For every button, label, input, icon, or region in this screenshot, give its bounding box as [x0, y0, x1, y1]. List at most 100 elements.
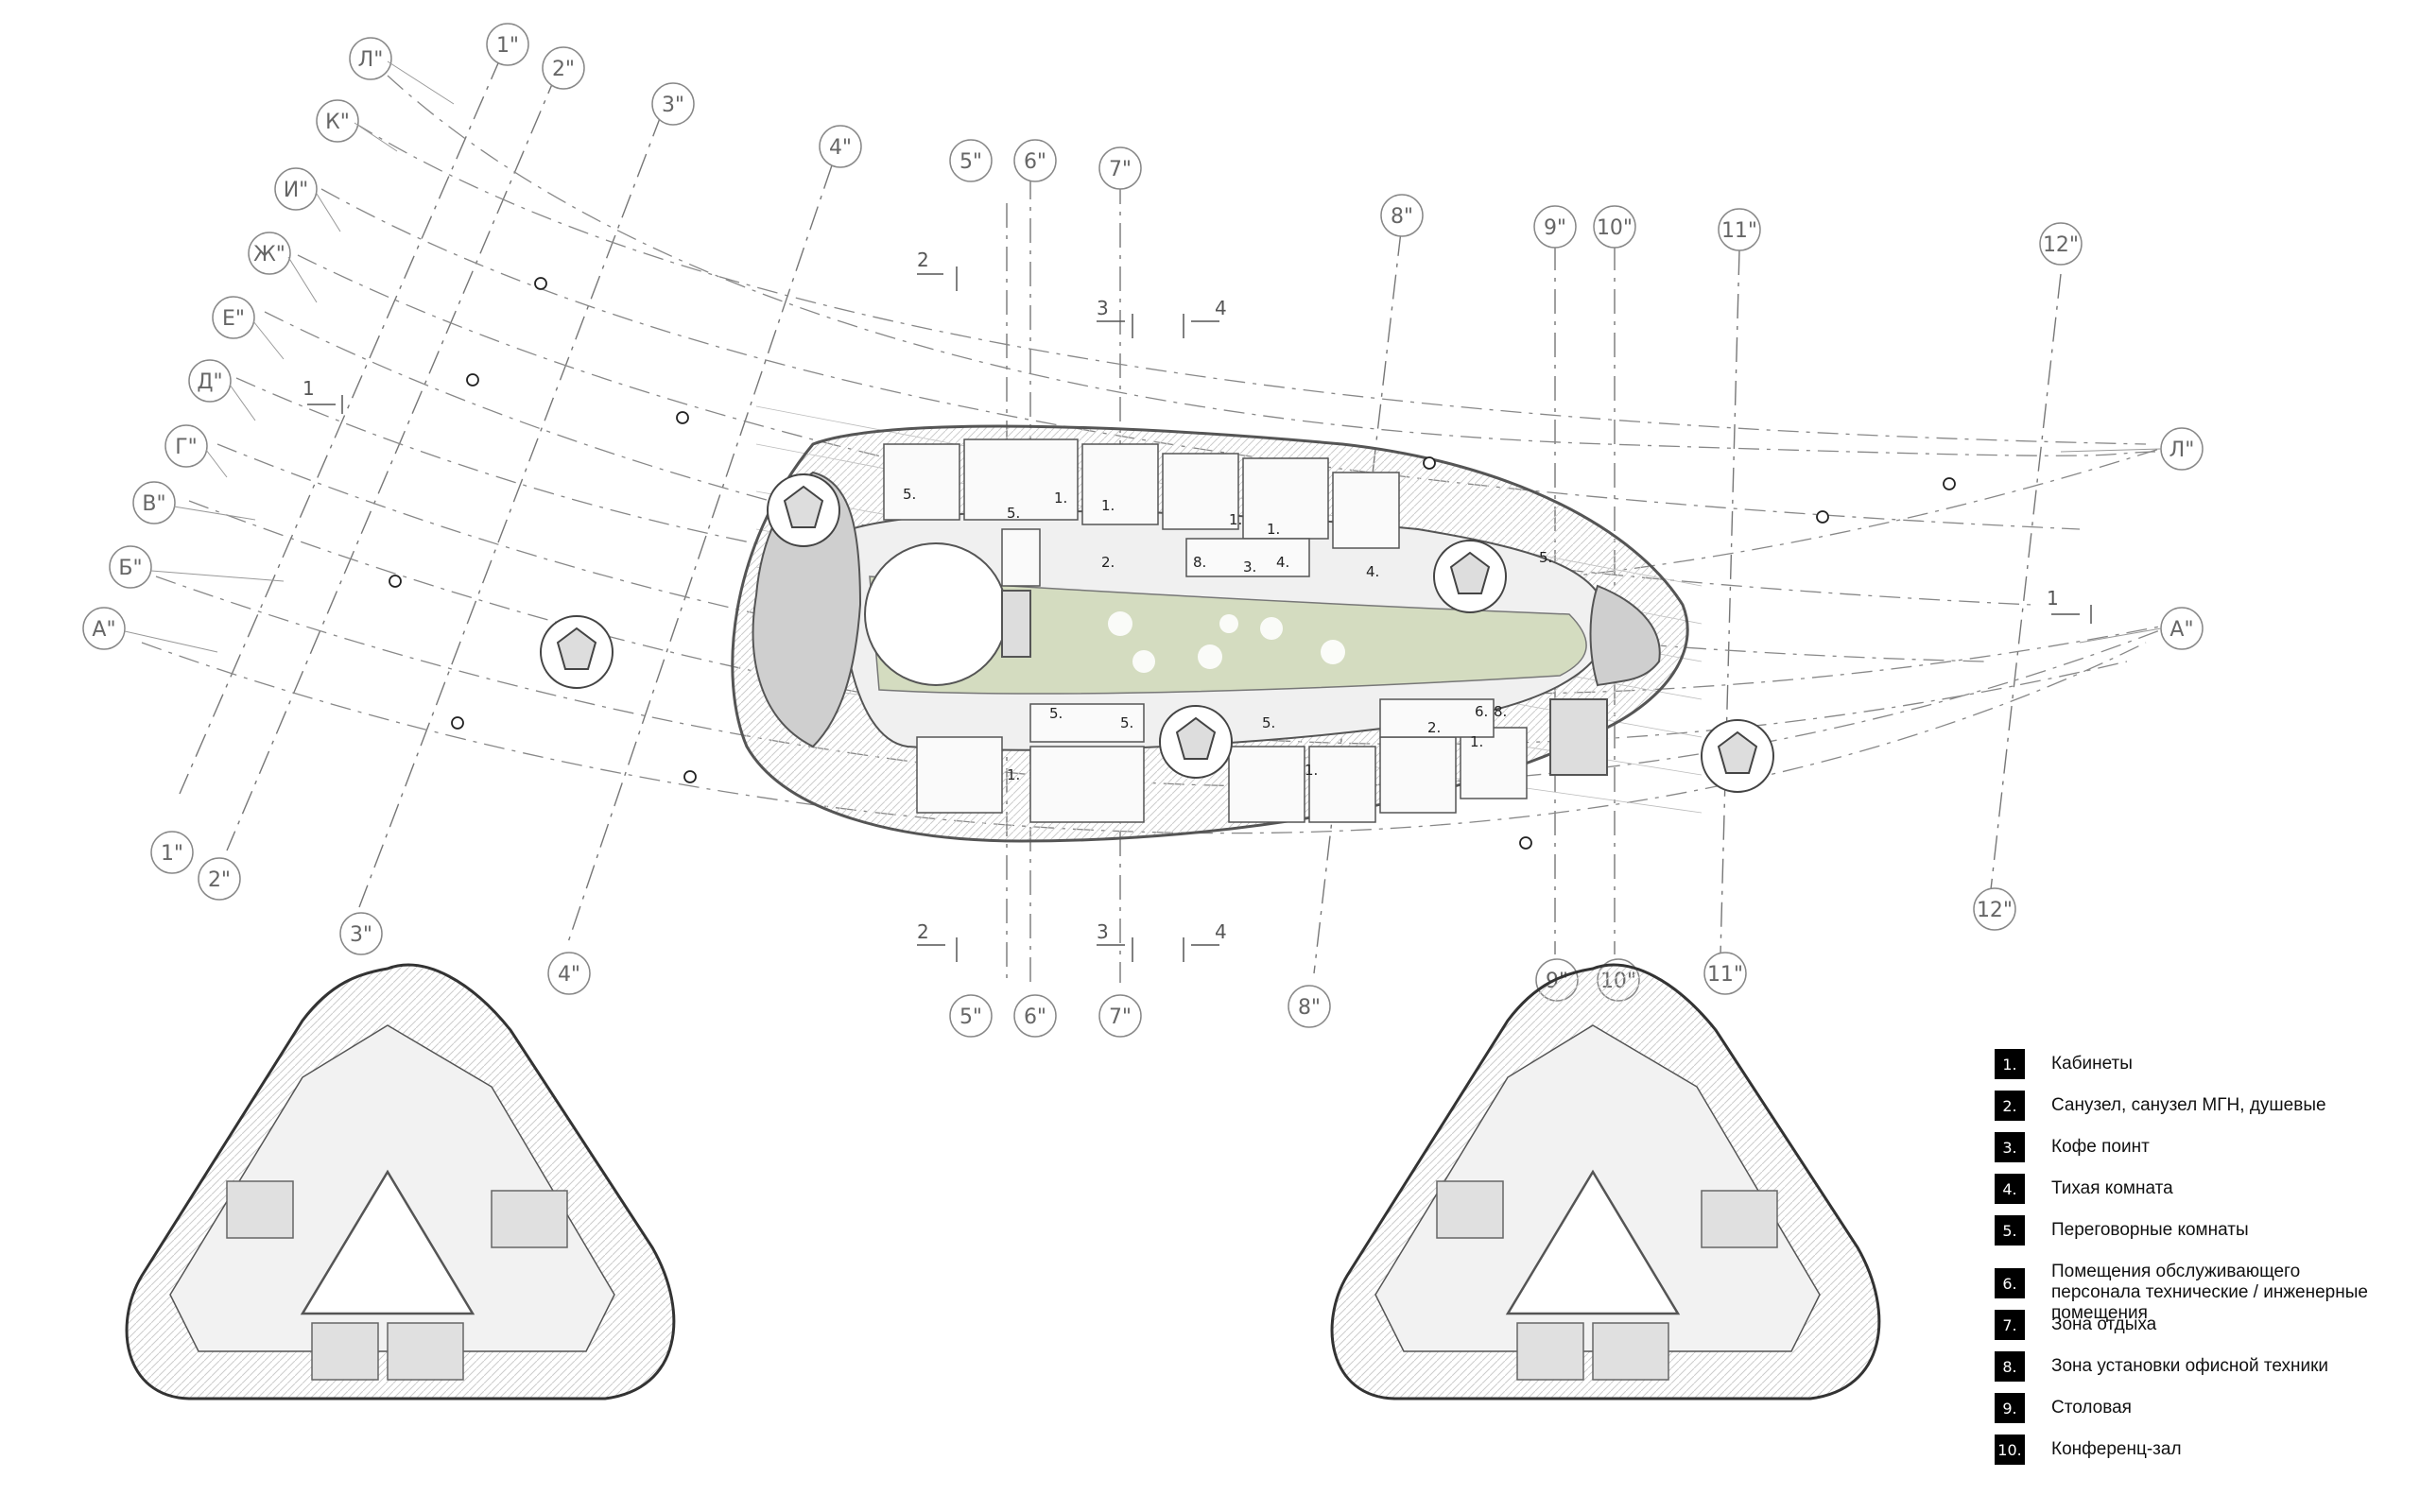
svg-text:3: 3 [1097, 297, 1109, 319]
svg-text:6": 6" [1024, 150, 1046, 174]
legend-item: 1. Кабинеты [1995, 1049, 2401, 1091]
svg-text:1.: 1. [1054, 490, 1067, 507]
legend-label: Переговорные комнаты [2051, 1220, 2249, 1240]
svg-text:2: 2 [917, 249, 929, 271]
svg-text:9": 9" [1544, 216, 1566, 240]
svg-text:11": 11" [1721, 219, 1757, 243]
svg-text:Г": Г" [175, 436, 198, 459]
legend: 1. Кабинеты 2. Санузел, санузел МГН, душ… [1995, 1049, 2401, 1476]
svg-text:3.: 3. [1243, 558, 1256, 576]
svg-text:Л": Л" [358, 48, 384, 72]
legend-label: Столовая [2051, 1398, 2132, 1418]
main-floor-plan [731, 424, 1689, 843]
legend-label: Помещения обслуживающего персонала техни… [2051, 1262, 2368, 1323]
legend-item: 3. Кофе поинт [1995, 1132, 2401, 1174]
svg-text:1.: 1. [1229, 511, 1242, 528]
svg-text:4: 4 [1215, 920, 1227, 943]
svg-text:4: 4 [1215, 297, 1227, 319]
svg-text:Л": Л" [2169, 438, 2195, 462]
legend-number: 1. [1995, 1049, 2025, 1079]
svg-text:8": 8" [1391, 205, 1413, 229]
legend-number: 9. [1995, 1393, 2025, 1423]
legend-label: Зона установки офисной техники [2051, 1356, 2329, 1376]
tower-plan-left [125, 963, 676, 1400]
svg-text:Е": Е" [222, 307, 245, 331]
svg-text:1.: 1. [1305, 762, 1318, 779]
section-marks [307, 266, 2092, 962]
legend-number: 7. [1995, 1310, 2025, 1340]
legend-number: 5. [1995, 1215, 2025, 1246]
legend-label: Зона отдыха [2051, 1314, 2157, 1334]
legend-number: 8. [1995, 1351, 2025, 1382]
svg-text:4": 4" [558, 963, 580, 987]
svg-text:1: 1 [2047, 587, 2059, 610]
svg-text:К": К" [325, 111, 350, 134]
legend-item: 2. Санузел, санузел МГН, душевые [1995, 1091, 2401, 1132]
svg-text:8": 8" [1298, 996, 1321, 1020]
legend-label: Кабинеты [2051, 1054, 2133, 1074]
svg-text:3": 3" [662, 94, 684, 117]
svg-text:2: 2 [917, 920, 929, 943]
svg-text:5.: 5. [1262, 714, 1275, 731]
svg-text:8.: 8. [1193, 554, 1206, 571]
svg-text:6": 6" [1024, 1005, 1046, 1029]
svg-text:А": А" [92, 618, 115, 642]
legend-label: Конференц-зал [2051, 1439, 2182, 1459]
legend-label: Кофе поинт [2051, 1137, 2150, 1157]
svg-text:1.: 1. [1267, 521, 1280, 538]
tower-plan-right [1330, 963, 1881, 1400]
svg-text:5.: 5. [1120, 714, 1133, 731]
leader-lines [124, 60, 2162, 653]
legend-item: 4. Тихая комната [1995, 1174, 2401, 1215]
svg-text:5": 5" [959, 150, 982, 174]
svg-text:1: 1 [302, 377, 315, 400]
svg-text:10": 10" [1597, 216, 1633, 240]
svg-text:12": 12" [1977, 899, 2013, 922]
svg-text:4": 4" [829, 136, 852, 160]
svg-text:1.: 1. [1007, 766, 1020, 783]
legend-item: 9. Столовая [1995, 1393, 2401, 1435]
axis-bubble-labels-lettered: Л" К" И" Ж" Е" Д" Г" В" Б" А" Л" А" [92, 48, 2194, 642]
legend-number: 6. [1995, 1268, 2025, 1298]
svg-text:И": И" [284, 179, 309, 202]
svg-text:Д": Д" [197, 370, 222, 394]
svg-text:А": А" [2169, 618, 2193, 642]
svg-text:2.: 2. [1101, 554, 1115, 571]
svg-text:1": 1" [161, 842, 183, 866]
legend-number: 4. [1995, 1174, 2025, 1204]
section-mark-labels: 1 1 2 2 3 3 4 4 [302, 249, 2059, 943]
svg-text:В": В" [142, 492, 165, 516]
svg-text:1": 1" [496, 34, 519, 58]
legend-label: Санузел, санузел МГН, душевые [2051, 1095, 2326, 1115]
legend-number: 3. [1995, 1132, 2025, 1162]
svg-text:5.: 5. [1007, 505, 1020, 522]
legend-item: 10. Конференц-зал [1995, 1435, 2401, 1476]
columns [389, 277, 1956, 850]
svg-text:8.: 8. [1494, 703, 1507, 720]
legend-item: 7. Зона отдыха [1995, 1310, 2401, 1351]
svg-text:3": 3" [350, 923, 372, 947]
svg-text:2.: 2. [1427, 719, 1441, 736]
svg-text:Ж": Ж" [253, 243, 285, 266]
svg-text:7": 7" [1109, 1005, 1132, 1029]
axis-bubbles-lettered [82, 37, 2204, 650]
svg-text:7": 7" [1109, 158, 1132, 181]
svg-text:1.: 1. [1470, 733, 1483, 750]
svg-text:6.: 6. [1475, 703, 1488, 720]
axis-bubbles-numbered [150, 23, 2083, 1038]
legend-number: 10. [1995, 1435, 2025, 1465]
legend-label: Тихая комната [2051, 1178, 2173, 1198]
legend-item: 6. Помещения обслуживающего персонала те… [1995, 1257, 2401, 1323]
room-numbers: 1. 1. 1. 1. 1. 1. 1. 2. 2. 3. 4. 4. 5. 5… [903, 486, 1552, 783]
svg-text:3: 3 [1097, 920, 1109, 943]
svg-text:5": 5" [959, 1005, 982, 1029]
svg-text:5.: 5. [903, 486, 916, 503]
svg-text:12": 12" [2043, 233, 2079, 257]
svg-text:4.: 4. [1366, 563, 1379, 580]
svg-text:2": 2" [208, 868, 231, 892]
legend-number: 2. [1995, 1091, 2025, 1121]
legend-item: 5. Переговорные комнаты [1995, 1215, 2401, 1257]
svg-text:Б": Б" [118, 557, 142, 580]
stair-cores [540, 473, 1774, 793]
